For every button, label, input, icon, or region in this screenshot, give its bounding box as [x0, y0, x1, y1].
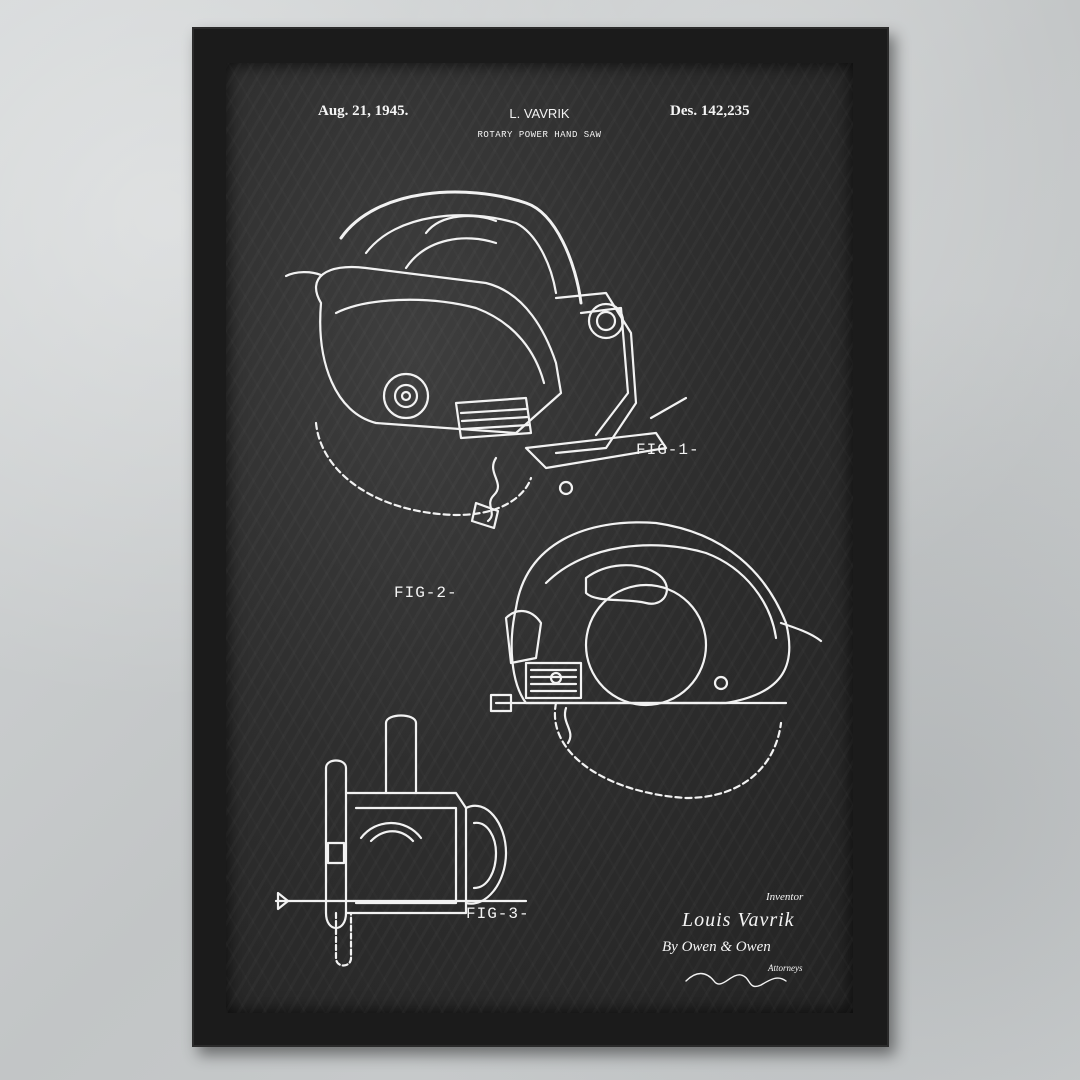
fig3-label: FIG-3-	[466, 905, 530, 923]
patent-inventor-header: L. VAVRIK	[509, 106, 570, 121]
fig2-saw-drawing	[489, 521, 823, 800]
fig3-saw-drawing	[274, 714, 528, 967]
patent-title: ROTARY POWER HAND SAW	[477, 130, 602, 140]
saw-drawings	[274, 190, 823, 988]
fig1-label: FIG-1-	[636, 441, 700, 459]
fig2-label: FIG-2-	[394, 584, 458, 602]
patent-design-number: Des. 142,235	[670, 103, 750, 119]
inventor-label: Inventor	[766, 891, 804, 903]
attorney-by-line: By Owen & Owen	[662, 939, 771, 955]
fig1-saw-drawing	[284, 190, 688, 530]
attorneys-label: Attorneys	[768, 963, 803, 973]
patent-date: Aug. 21, 1945.	[318, 103, 409, 119]
attorney-signature-scribble	[685, 972, 787, 988]
inventor-signature: Louis Vavrik	[682, 909, 795, 931]
chalkboard-patent-print: Aug. 21, 1945. L. VAVRIK Des. 142,235 RO…	[226, 63, 853, 1013]
picture-frame: Aug. 21, 1945. L. VAVRIK Des. 142,235 RO…	[192, 27, 889, 1047]
